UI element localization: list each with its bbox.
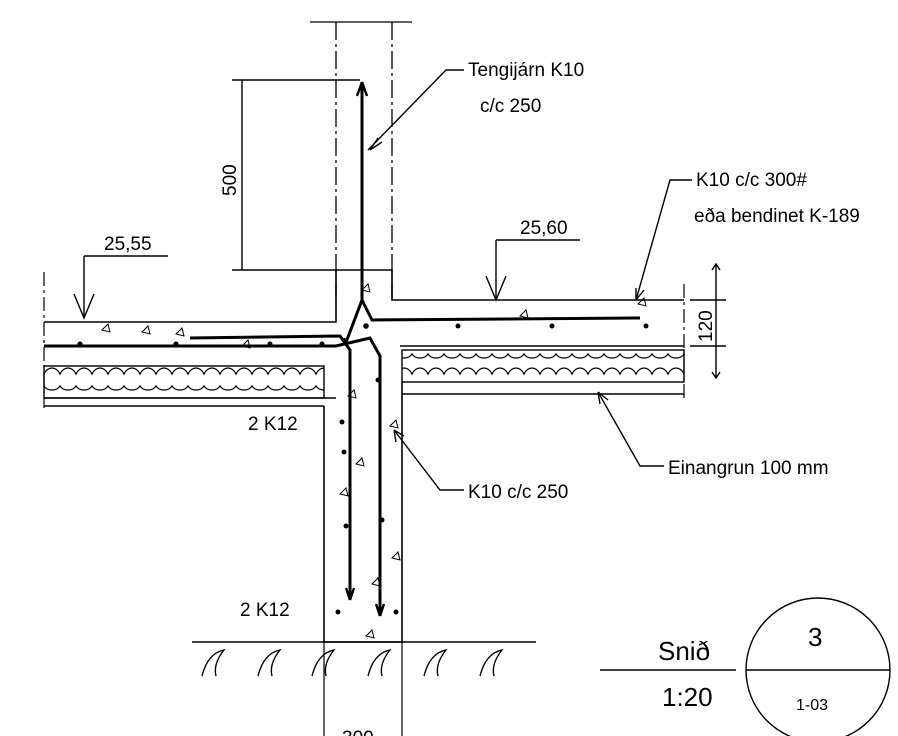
label-level-right: 25,60 [520,218,568,239]
label-level-left: 25,55 [104,234,152,255]
label-bars-upper: 2 K12 [248,414,298,435]
label-dim-120: 120 [696,310,717,342]
title-scale: 1:20 [662,682,713,712]
reinforcement [44,81,641,617]
dimension-120 [690,262,726,380]
aggregate-marks [77,283,649,639]
footing-wall [323,382,403,736]
title-section-word: Snið [658,636,710,666]
label-wall-reinf: K10 c/c 250 [468,482,568,503]
label-reinf-slab-line1: K10 c/c 300# [696,170,807,191]
label-insulation: Einangrun 100 mm [668,458,829,479]
label-cut-bottom: 300 [342,728,374,736]
title-section-number: 3 [808,622,822,652]
insulation [43,349,685,407]
label-tengijarn-line2: c/c 250 [480,96,541,117]
level-marker-right [485,239,580,302]
dimension-500 [232,79,360,271]
leader-lines [367,69,692,491]
label-tengijarn-line1: Tengijárn K10 [468,60,584,81]
label-reinf-slab-line2: eða bendinet K-189 [694,206,860,227]
title-block [600,597,891,736]
upper-wall [310,21,412,298]
title-sheet-ref: 1-03 [796,697,828,714]
ground [192,641,536,677]
label-dim-500: 500 [220,164,241,196]
level-marker-left [73,255,168,320]
label-bars-lower: 2 K12 [240,600,290,621]
